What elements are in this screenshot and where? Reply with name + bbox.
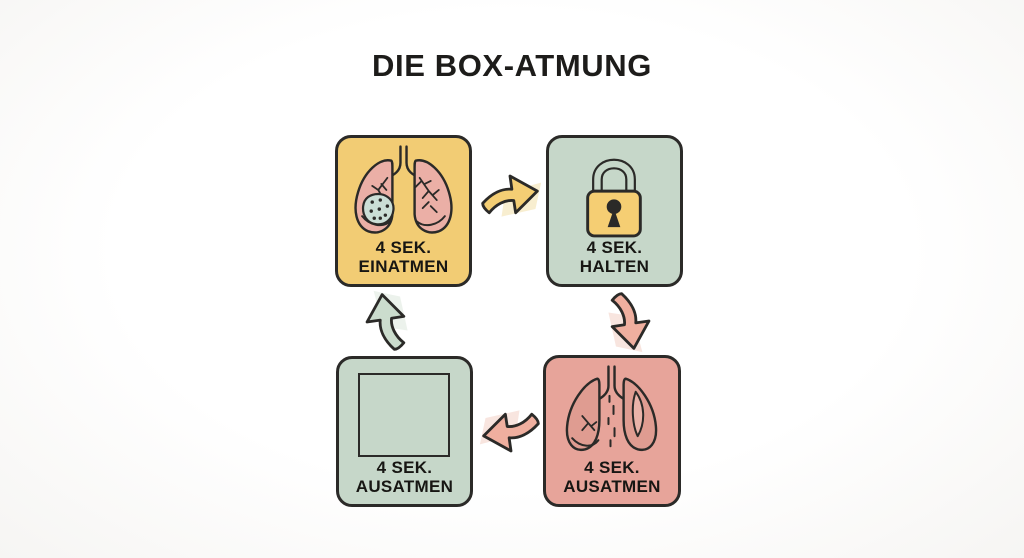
lungs-inhale-icon: [354, 145, 453, 234]
step-box-einatmen: 4 SEK. EINATMEN: [335, 135, 472, 287]
step-action: EINATMEN: [358, 257, 449, 277]
step-duration: 4 SEK.: [375, 237, 432, 257]
step-label: 4 SEK. AUSATMEN: [339, 458, 470, 497]
padlock-icon: [586, 158, 642, 238]
lungs-exhale-icon: [565, 365, 658, 452]
step-action: HALTEN: [579, 257, 650, 277]
page-title: DIE BOX-ATMUNG: [372, 48, 652, 83]
step-label: 4 SEK. HALTEN: [549, 238, 680, 277]
arrow-up-icon: [365, 290, 408, 351]
step-duration: 4 SEK.: [376, 457, 433, 477]
step-box-ausatmen-2: 4 SEK. AUSATMEN: [336, 356, 473, 507]
arrow-left-icon: [479, 410, 540, 453]
step-duration: 4 SEK.: [586, 237, 643, 257]
step-action: AUSATMEN: [355, 477, 454, 497]
arrow-right-icon: [481, 174, 542, 217]
square-outline-icon: [358, 373, 450, 457]
step-action: AUSATMEN: [563, 477, 661, 497]
step-label: 4 SEK. EINATMEN: [338, 238, 469, 277]
step-box-halten: 4 SEK. HALTEN: [546, 135, 683, 287]
arrow-down-icon: [608, 292, 651, 353]
step-box-ausatmen: 4 SEK. AUSATMEN: [543, 355, 681, 507]
step-label: 4 SEK. AUSATMEN: [546, 458, 678, 497]
step-duration: 4 SEK.: [584, 457, 640, 477]
